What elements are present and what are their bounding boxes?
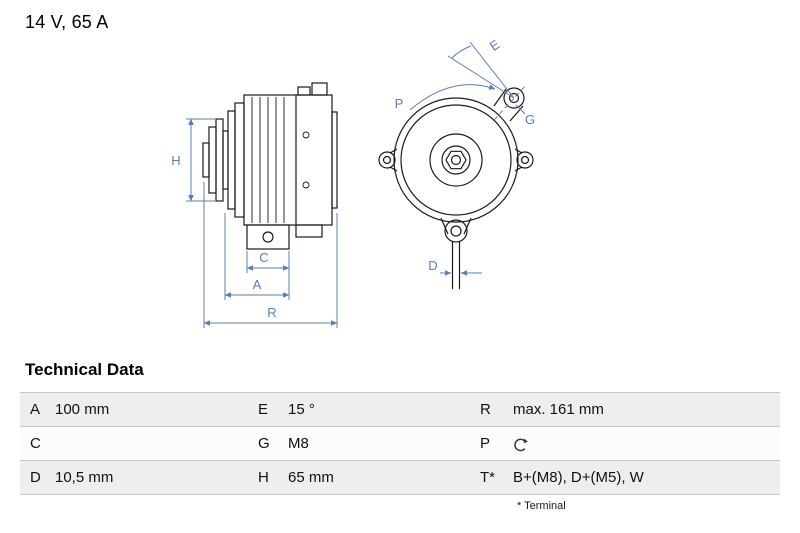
param-key-A: A [30,401,41,418]
param-key-G: G [258,435,270,452]
alternator-drawing-svg: H C A R [171,36,535,328]
dimension-label-E: E [487,36,503,53]
dimension-label-D: D [428,258,437,273]
top-mounting-lug [493,87,525,122]
annotation-P: P [395,84,496,111]
dimension-label-P: P [395,96,404,111]
dimension-C: C [246,250,290,300]
annotation-D: D [428,258,482,276]
dimension-label-A: A [253,277,262,292]
page-title: 14 V, 65 A [25,12,109,32]
section-title: Technical Data [25,360,144,379]
annotation-G: G [493,84,535,127]
table-row: D 10,5 mm H 65 mm T* B+(M8), D+(M5), W [20,461,780,495]
param-key-R: R [480,401,491,418]
mounting-foot [246,224,323,250]
pulley [202,110,236,210]
dimension-A: A [224,213,290,300]
clockwise-rotation-icon [514,438,528,452]
param-value-D: 10,5 mm [55,469,114,486]
technical-drawing: H C A R [171,36,535,328]
param-key-D: D [30,469,41,486]
param-key-T: T* [480,469,495,486]
shaft-nut [445,150,467,170]
param-value-T: B+(M8), D+(M5), W [513,469,644,486]
dimension-label-H: H [171,153,180,168]
dimension-label-G: G [525,112,535,127]
technical-data-table: A 100 mm E 15 ° R max. 161 mm C G M8 P D… [20,392,780,495]
param-value-A: 100 mm [55,401,110,418]
technical-data-section: Technical Data A 100 mm E 15 ° R max. 16… [20,360,780,512]
alternator-side-view: H C A R [171,82,338,328]
param-key-E: E [258,401,269,418]
alternator-body-side [234,82,338,226]
param-value-H: 65 mm [288,469,334,486]
param-key-C: C [30,435,41,452]
terminal-footnote: * Terminal [517,500,566,512]
body-fins [251,97,310,223]
param-value-R: max. 161 mm [513,401,604,418]
dimension-H: H [171,118,216,202]
right-mounting-ear [514,148,534,172]
alternator-front-view: P E G D [378,36,535,289]
alternator-body-front [393,97,519,223]
dimension-R: R [203,182,338,328]
param-value-G: M8 [288,435,309,452]
table-row: A 100 mm E 15 ° R max. 161 mm [20,393,780,427]
dimension-label-R: R [267,305,276,320]
param-value-E: 15 ° [288,401,315,418]
param-value-P [504,435,780,453]
table-row: C G M8 P [20,427,780,461]
annotation-E: E [447,36,515,99]
bottom-mounting-lug [440,217,472,289]
param-key-H: H [258,469,269,486]
param-key-P: P [480,435,491,452]
left-mounting-ear [378,148,398,172]
dimension-label-C: C [259,250,268,265]
